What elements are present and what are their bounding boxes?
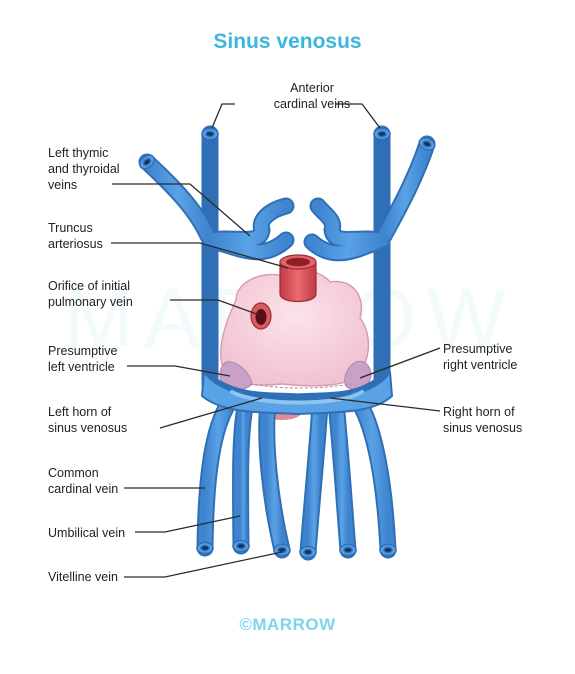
leader-anterior-right [336,103,381,129]
label-anterior-cardinal-veins: Anterior cardinal veins [242,80,382,112]
label-left-horn-sinus-venosus: Left horn of sinus venosus [48,404,127,436]
label-line: Anterior [290,81,334,95]
label-line: and thyroidal [48,162,120,176]
label-line: Truncus [48,221,93,235]
label-vitelline-vein: Vitelline vein [48,569,118,585]
leader-left-thymic [112,183,251,237]
sinus-venosus-highlight [230,390,364,405]
sinus-venosus-body [201,371,393,415]
label-line: pulmonary vein [48,295,133,309]
label-line: Left thymic [48,146,109,160]
label-line: Left horn of [48,405,112,419]
leader-vitelline [124,551,283,578]
label-line: cardinal veins [273,97,351,111]
diagram-title: Sinus venosus [213,30,362,53]
label-line: Common [48,466,99,480]
label-line: Vitelline vein [48,570,118,584]
label-line: sinus venosus [48,421,128,435]
label-common-cardinal-vein: Common cardinal vein [48,465,118,497]
label-right-horn-sinus-venosus: Right horn of sinus venosus [443,404,522,436]
leader-orifice [170,299,263,317]
label-line: Presumptive [48,344,118,358]
label-umbilical-vein: Umbilical vein [48,525,125,541]
copyright-logo: ©MARROW [239,615,336,634]
label-left-thymic-thyroidal-veins: Left thymic and thyroidal veins [48,145,120,193]
leader-presumptive-right [359,347,441,379]
leader-umbilical [135,515,241,533]
leader-anterior-left [211,103,235,129]
label-orifice-pulmonary-vein: Orifice of initial pulmonary vein [48,278,133,310]
label-line: veins [48,178,78,192]
label-presumptive-right-ventricle: Presumptive right ventricle [443,341,517,373]
leader-right-horn [329,397,441,412]
ventricle-boundary-line [249,383,353,389]
truncus-arteriosus [279,254,317,303]
label-presumptive-left-ventricle: Presumptive left ventricle [48,343,117,375]
leader-truncus [111,242,289,269]
label-line: Right horn of [443,405,515,419]
vein-open-ends [139,127,436,559]
leader-left-horn [159,397,263,429]
label-line: cardinal vein [48,482,119,496]
label-line: right ventricle [443,358,518,372]
label-line: Umbilical vein [48,526,126,540]
label-line: Orifice of initial [48,279,130,293]
leader-lines [111,103,441,578]
label-line: left ventricle [48,360,115,374]
label-line: sinus venosus [443,421,523,435]
label-truncus-arteriosus: Truncus arteriosus [48,220,103,252]
pulmonary-vein-orifice [250,302,272,330]
label-line: arteriosus [48,237,103,251]
vein-network [138,125,436,561]
label-line: Presumptive [443,342,513,356]
leader-presumptive-left [127,365,231,377]
